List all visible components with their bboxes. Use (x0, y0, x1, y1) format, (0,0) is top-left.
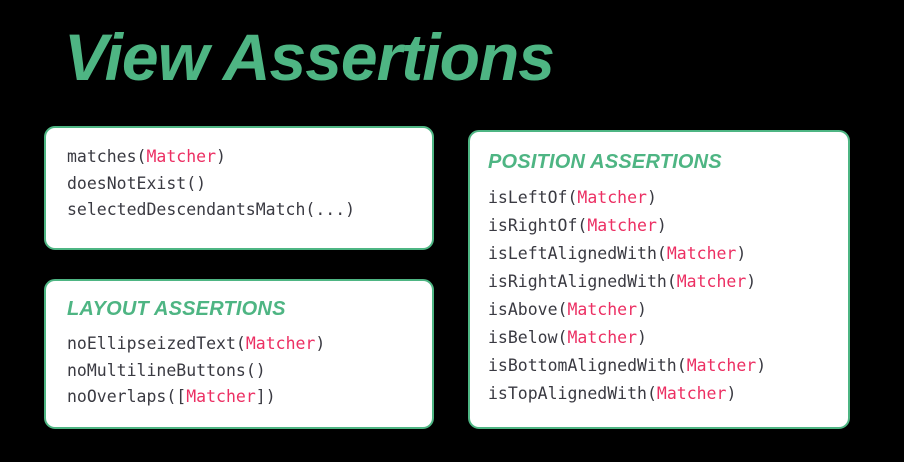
assertion-open-paren: ( (656, 244, 667, 263)
assertion-line: isLeftAlignedWith(Matcher) (488, 240, 848, 268)
assertion-open-paren: ( (186, 173, 197, 193)
assertion-method-name: isLeftOf (488, 188, 568, 207)
assertion-line: noEllipseizedText(Matcher) (67, 331, 432, 358)
card-body: LAYOUT ASSERTIONS noEllipseizedText(Matc… (46, 281, 432, 411)
assertion-argument: Matcher (686, 356, 757, 375)
assertion-close-paren: ) (196, 173, 207, 193)
assertion-method-name: noEllipseizedText (67, 334, 236, 353)
assertion-method-name: isLeftAlignedWith (488, 244, 657, 263)
assertion-open-paren: ( (557, 300, 568, 319)
assertion-close-paren: ) (726, 384, 737, 403)
assertion-close-paren: ) (646, 188, 657, 207)
card-layout-assertions: LAYOUT ASSERTIONS noEllipseizedText(Matc… (44, 279, 434, 429)
assertion-line: isBelow(Matcher) (488, 324, 848, 352)
assertion-close-paren: ...) (315, 200, 356, 219)
assertion-close-paren: ) (216, 147, 226, 166)
assertion-open-paren: ( (235, 334, 246, 353)
assertion-method-name: isBottomAlignedWith (488, 356, 677, 375)
card-body: matches(Matcher)doesNotExist()selectedDe… (46, 128, 432, 224)
section-heading-position: POSITION ASSERTIONS (488, 151, 722, 173)
assertion-list: matches(Matcher)doesNotExist()selectedDe… (67, 144, 432, 224)
assertion-method-name: matches (67, 147, 137, 166)
assertion-method-name: isRightAlignedWith (488, 272, 667, 291)
assertion-close-paren: ) (255, 360, 266, 380)
assertion-method-name: isRightOf (488, 216, 578, 235)
assertion-close-paren: ) (756, 356, 767, 375)
assertion-close-paren: ) (736, 244, 747, 263)
assertion-list: isLeftOf(Matcher)isRightOf(Matcher)isLef… (488, 184, 848, 408)
assertion-line: noMultilineButtons() (67, 358, 432, 385)
assertion-list: noEllipseizedText(Matcher)noMultilineBut… (67, 331, 432, 411)
card-position-assertions: POSITION ASSERTIONS isLeftOf(Matcher)isR… (468, 130, 850, 429)
assertion-open-paren: ( (245, 360, 256, 380)
assertion-argument: Matcher (567, 328, 638, 347)
assertion-argument: Matcher (186, 387, 256, 406)
assertion-line: isBottomAlignedWith(Matcher) (488, 352, 848, 380)
assertion-argument: Matcher (587, 216, 657, 235)
assertion-line: matches(Matcher) (67, 144, 432, 171)
assertion-method-name: doesNotExist (67, 173, 187, 193)
assertion-argument: Matcher (245, 334, 316, 353)
assertion-line: isTopAlignedWith(Matcher) (488, 380, 848, 408)
assertion-argument: Matcher (146, 147, 217, 166)
section-heading-layout: LAYOUT ASSERTIONS (67, 298, 286, 320)
assertion-method-name: isTopAlignedWith (488, 384, 647, 403)
assertion-open-paren: ( (666, 272, 677, 291)
assertion-open-paren: ( (557, 328, 568, 347)
assertion-line: isRightAlignedWith(Matcher) (488, 268, 848, 296)
assertion-argument: Matcher (577, 188, 647, 207)
assertion-open-paren: ( (305, 200, 316, 219)
assertion-line: isRightOf(Matcher) (488, 212, 848, 240)
assertion-open-paren: ( (567, 188, 578, 207)
assertion-line: doesNotExist() (67, 171, 432, 198)
assertion-method-name: selectedDescendantsMatch (67, 200, 306, 219)
assertion-close-paren: ]) (255, 387, 276, 406)
assertion-line: isAbove(Matcher) (488, 296, 848, 324)
assertion-close-paren: ) (637, 328, 647, 347)
page-title: View Assertions (64, 20, 555, 94)
assertion-close-paren: ) (315, 334, 326, 353)
assertion-open-paren: ( (577, 216, 588, 235)
assertion-open-paren: ([ (166, 387, 187, 406)
card-matcher-assertions: matches(Matcher)doesNotExist()selectedDe… (44, 126, 434, 250)
card-body: POSITION ASSERTIONS isLeftOf(Matcher)isR… (470, 132, 848, 408)
assertion-method-name: isAbove (488, 300, 558, 319)
assertion-argument: Matcher (656, 384, 727, 403)
assertion-line: noOverlaps([Matcher]) (67, 384, 432, 411)
assertion-method-name: noMultilineButtons (67, 360, 246, 380)
assertion-open-paren: ( (676, 356, 687, 375)
assertion-argument: Matcher (666, 244, 737, 263)
assertion-close-paren: ) (637, 300, 647, 319)
assertion-method-name: isBelow (488, 328, 558, 347)
assertion-line: isLeftOf(Matcher) (488, 184, 848, 212)
assertion-argument: Matcher (567, 300, 638, 319)
assertion-close-paren: ) (746, 272, 757, 291)
assertion-line: selectedDescendantsMatch(...) (67, 197, 432, 224)
assertion-open-paren: ( (646, 384, 657, 403)
assertion-open-paren: ( (136, 147, 147, 166)
assertion-method-name: noOverlaps (67, 387, 167, 406)
assertion-close-paren: ) (656, 216, 667, 235)
assertion-argument: Matcher (676, 272, 747, 291)
